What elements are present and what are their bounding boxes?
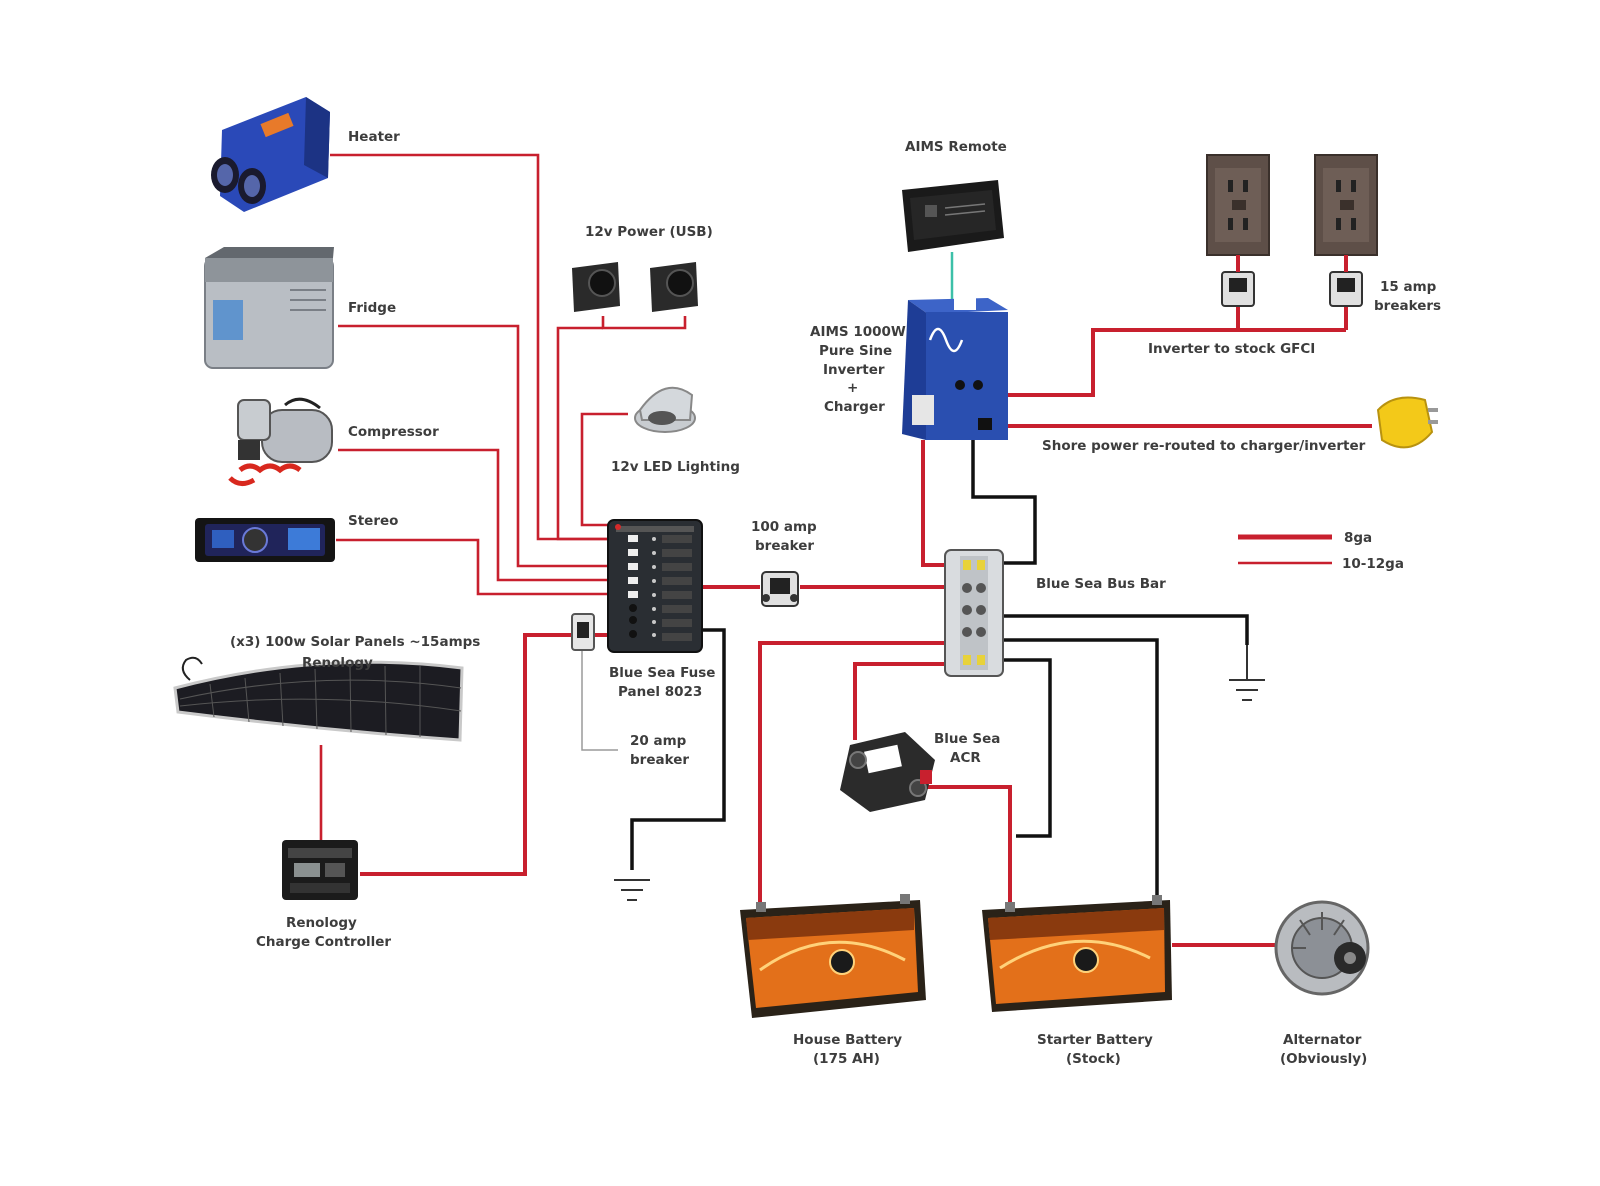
usb-label: 12v Power (USB) xyxy=(585,224,713,240)
fuse-panel-label-line2: Panel 8023 xyxy=(618,684,702,700)
house-battery-label-line2: (175 AH) xyxy=(813,1051,880,1067)
wire-stereo xyxy=(336,538,612,596)
legend-thick-label: 8ga xyxy=(1344,530,1372,546)
controller-label-line1: Renology xyxy=(286,915,357,931)
controller-label-line2: Charge Controller xyxy=(256,934,391,950)
breaker-icon xyxy=(571,613,595,651)
leader-20amp xyxy=(581,650,618,751)
bus-bar-icon xyxy=(944,549,1004,677)
breakers15-label-line1: 15 amp xyxy=(1380,279,1437,295)
wire-fridge xyxy=(338,324,612,568)
fuse-panel-icon xyxy=(607,519,703,653)
stereo-label: Stereo xyxy=(348,513,398,529)
ground-icon-busbar xyxy=(1229,645,1265,701)
breaker20-label-line1: 20 amp xyxy=(630,733,687,749)
compressor-icon xyxy=(228,397,333,486)
solar-label-line1: (x3) 100w Solar Panels ~15amps xyxy=(230,634,480,650)
wire-busbar-neg-house xyxy=(1003,658,1052,838)
remote-label: AIMS Remote xyxy=(905,139,1007,155)
acr-icon xyxy=(840,732,935,812)
alternator-icon xyxy=(1274,900,1370,996)
wire-inverter-positive xyxy=(921,440,948,567)
usb-outlet-icon xyxy=(572,262,698,312)
inverter-label-line2: Pure Sine xyxy=(819,343,892,359)
fridge-label: Fridge xyxy=(348,300,396,316)
acr-label-line1: Blue Sea xyxy=(934,731,1000,747)
inverter-label-line5: Charger xyxy=(824,399,885,415)
heater-icon xyxy=(211,97,330,212)
acr-label-line2: ACR xyxy=(950,750,981,766)
alternator-label-line1: Alternator xyxy=(1283,1032,1362,1048)
wire-busbar-to-acr xyxy=(853,662,948,740)
inverter-icon xyxy=(902,298,1008,440)
breaker-15amp-icon xyxy=(1221,271,1363,307)
house-battery-label-line1: House Battery xyxy=(793,1032,902,1048)
wire-panel-ground xyxy=(630,628,726,870)
wire-inverter-to-gfci xyxy=(1008,328,1346,397)
fridge-icon xyxy=(204,247,334,369)
shore-label: Shore power re-routed to charger/inverte… xyxy=(1042,438,1366,454)
inverter-label-line1: AIMS 1000W xyxy=(810,324,906,340)
breaker20-label-line2: breaker xyxy=(630,752,689,768)
ground-icon xyxy=(614,879,650,901)
battery-icon xyxy=(740,894,926,1018)
led-light-icon xyxy=(634,386,696,433)
inverter-label-line4: + xyxy=(847,380,858,396)
wire-usb xyxy=(601,316,687,330)
breaker100-label-line1: 100 amp xyxy=(751,519,817,535)
wire-controller-to-breaker xyxy=(360,633,572,876)
solar-panel-icon xyxy=(173,656,464,742)
solar-label-line2: Renology xyxy=(302,655,373,671)
wire-inverter-negative xyxy=(971,440,1037,565)
bus-bar-label: Blue Sea Bus Bar xyxy=(1036,576,1166,592)
breaker-100amp-icon xyxy=(761,571,799,607)
wires xyxy=(319,153,1372,947)
remote-icon xyxy=(902,180,1004,252)
starter-battery-label-line2: (Stock) xyxy=(1066,1051,1121,1067)
fuse-panel-label-line1: Blue Sea Fuse xyxy=(609,665,715,681)
alternator-label-line2: (Obviously) xyxy=(1280,1051,1367,1067)
gfci-label: Inverter to stock GFCI xyxy=(1148,341,1315,357)
starter-battery-label-line1: Starter Battery xyxy=(1037,1032,1153,1048)
gfci-outlet-icon-2 xyxy=(1314,154,1378,256)
wire-usb-feed xyxy=(556,326,612,541)
battery-icon-starter xyxy=(982,895,1172,1012)
wire-compressor xyxy=(338,448,612,582)
wire-busbar-neg-starter xyxy=(1003,638,1159,900)
breakers15-label-line2: breakers xyxy=(1374,298,1441,314)
wire-busbar-ground xyxy=(1003,614,1249,645)
led-label: 12v LED Lighting xyxy=(611,459,740,475)
wire-led xyxy=(580,412,628,527)
shore-plug-icon xyxy=(1376,396,1438,449)
wire-acr-to-starter xyxy=(925,785,1012,905)
legend: 8ga 10-12ga xyxy=(1238,530,1404,572)
wire-heater xyxy=(330,153,612,541)
heater-label: Heater xyxy=(348,129,400,145)
inverter-label-line3: Inverter xyxy=(823,362,885,378)
wire-busbar-to-house xyxy=(758,641,948,908)
breaker100-label-line2: breaker xyxy=(755,538,814,554)
gfci-outlet-icon xyxy=(1206,154,1270,256)
charge-controller-icon xyxy=(282,840,358,900)
compressor-label: Compressor xyxy=(348,424,439,440)
legend-thin-label: 10-12ga xyxy=(1342,556,1404,572)
stereo-icon xyxy=(195,518,335,562)
